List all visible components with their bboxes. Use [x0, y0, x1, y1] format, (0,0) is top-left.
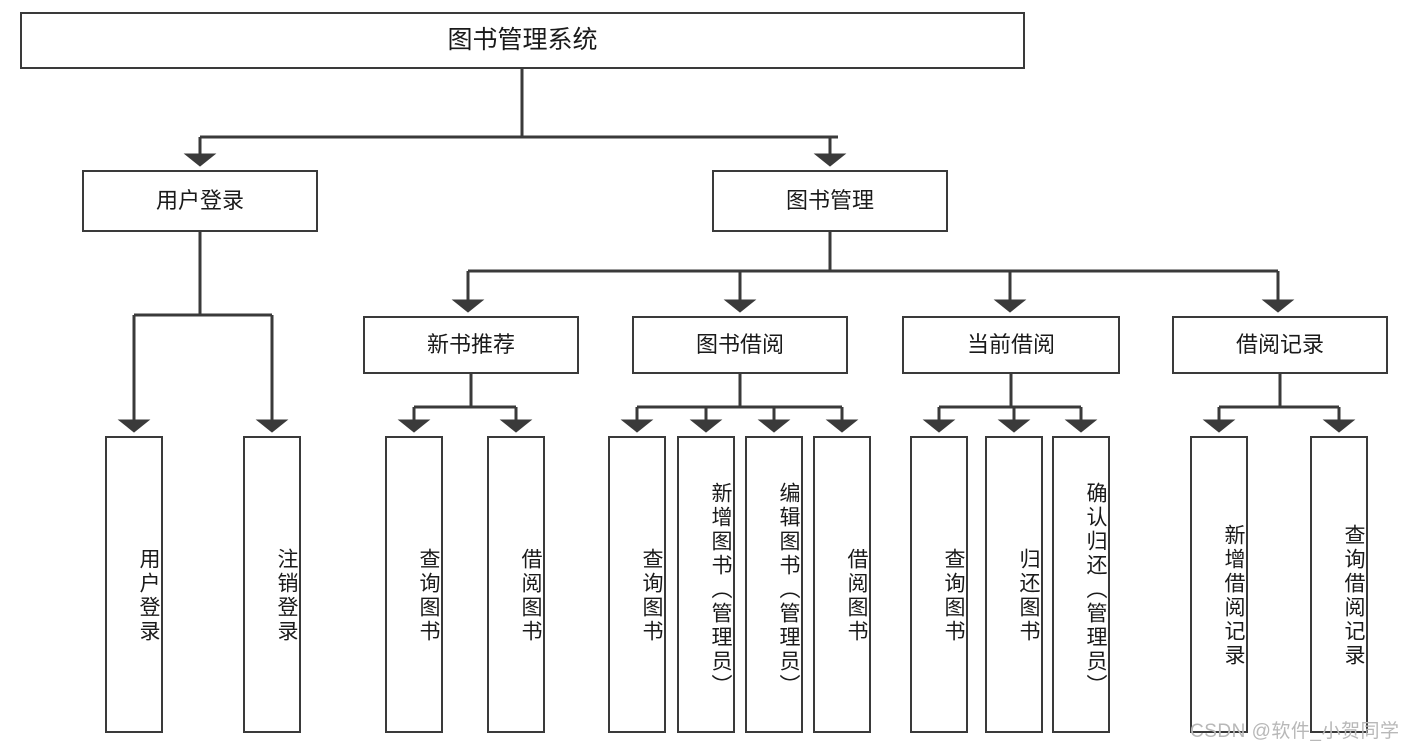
leaf-query-book-recommend[interactable]: 查询图书: [385, 436, 443, 733]
node-new-book-recommend[interactable]: 新书推荐: [363, 316, 579, 374]
leaf-logout[interactable]: 注销登录: [243, 436, 301, 733]
node-user-login[interactable]: 用户登录: [82, 170, 318, 232]
leaf-return-book[interactable]: 归还图书: [985, 436, 1043, 733]
leaf-borrow-book-recommend[interactable]: 借阅图书: [487, 436, 545, 733]
node-root-system[interactable]: 图书管理系统: [20, 12, 1025, 69]
leaf-query-book-current[interactable]: 查询图书: [910, 436, 968, 733]
leaf-add-book-admin[interactable]: 新增图书（管理员）: [677, 436, 735, 733]
leaf-borrow-book[interactable]: 借阅图书: [813, 436, 871, 733]
leaf-edit-book-admin[interactable]: 编辑图书（管理员）: [745, 436, 803, 733]
node-current-borrow[interactable]: 当前借阅: [902, 316, 1120, 374]
node-book-borrow[interactable]: 图书借阅: [632, 316, 848, 374]
csdn-watermark: CSDN @软件_小贺同学: [1190, 721, 1400, 742]
leaf-query-book-borrow[interactable]: 查询图书: [608, 436, 666, 733]
node-borrow-record[interactable]: 借阅记录: [1172, 316, 1388, 374]
leaf-query-borrow-record[interactable]: 查询借阅记录: [1310, 436, 1368, 733]
leaf-user-login[interactable]: 用户登录: [105, 436, 163, 733]
leaf-add-borrow-record[interactable]: 新增借阅记录: [1190, 436, 1248, 733]
node-book-manage[interactable]: 图书管理: [712, 170, 948, 232]
leaf-confirm-return-admin[interactable]: 确认归还（管理员）: [1052, 436, 1110, 733]
